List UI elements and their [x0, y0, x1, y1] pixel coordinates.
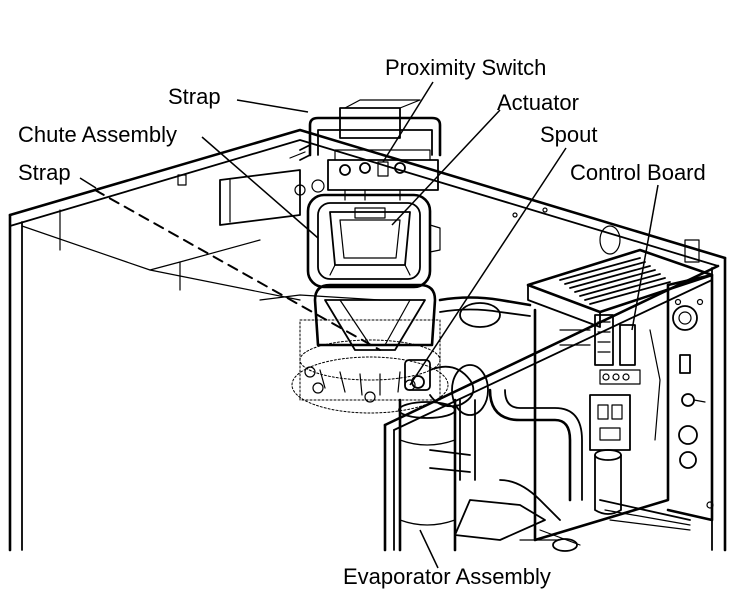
strap-dashed-path — [94, 189, 381, 351]
strap-handle — [289, 99, 442, 161]
label-proximity-switch: Proximity Switch — [385, 55, 546, 80]
left-bracket — [219, 169, 325, 226]
label-strap-top: Strap — [168, 84, 221, 109]
label-spout: Spout — [540, 122, 598, 147]
label-evaporator-assembly: Evaporator Assembly — [343, 564, 551, 589]
evaporator-assembly — [398, 398, 457, 552]
label-chute-assembly: Chute Assembly — [18, 122, 177, 147]
chute-assembly — [306, 193, 441, 289]
spout-fittings — [404, 359, 489, 416]
leader-lines — [79, 81, 659, 569]
hoses — [429, 296, 583, 552]
label-control-board: Control Board — [570, 160, 706, 185]
label-strap-left: Strap — [18, 160, 71, 185]
label-actuator: Actuator — [497, 90, 579, 115]
back-details — [177, 174, 700, 263]
spout-body — [291, 283, 449, 414]
control-box — [526, 248, 714, 542]
